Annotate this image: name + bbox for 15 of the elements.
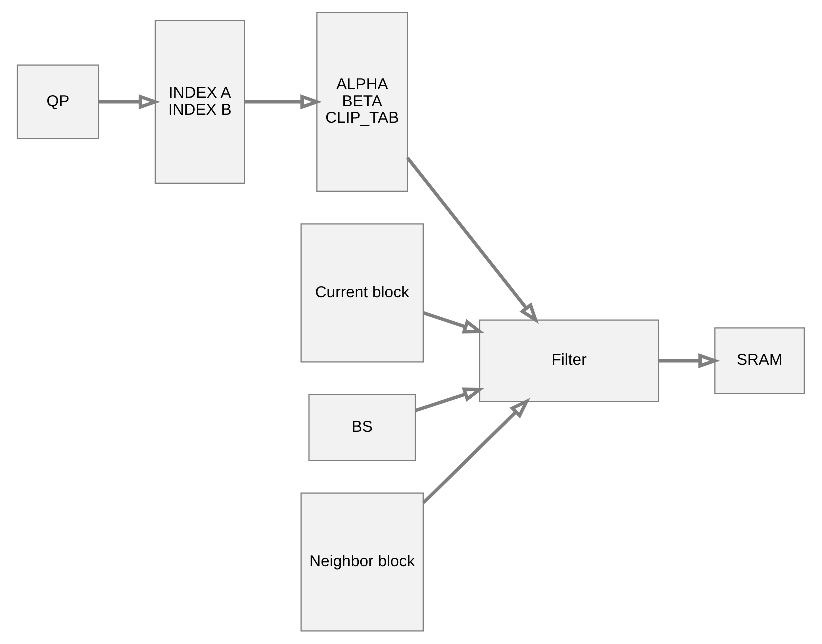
node-box: Current block — [300, 224, 424, 363]
arrow — [423, 312, 485, 334]
node-box: INDEX A INDEX B — [154, 20, 246, 184]
arrow — [99, 94, 160, 110]
node-box: Neighbor block — [300, 492, 424, 632]
arrow — [659, 353, 720, 369]
arrow — [406, 156, 539, 324]
arrow — [244, 94, 322, 110]
arrow — [415, 388, 485, 412]
node-box: Filter — [479, 320, 660, 402]
node-box: ALPHA BETA CLIP_TAB — [316, 12, 408, 192]
node-box: QP — [16, 64, 100, 140]
node-box: SRAM — [714, 328, 806, 394]
node-box: BS — [308, 394, 416, 462]
arrow — [422, 398, 530, 504]
